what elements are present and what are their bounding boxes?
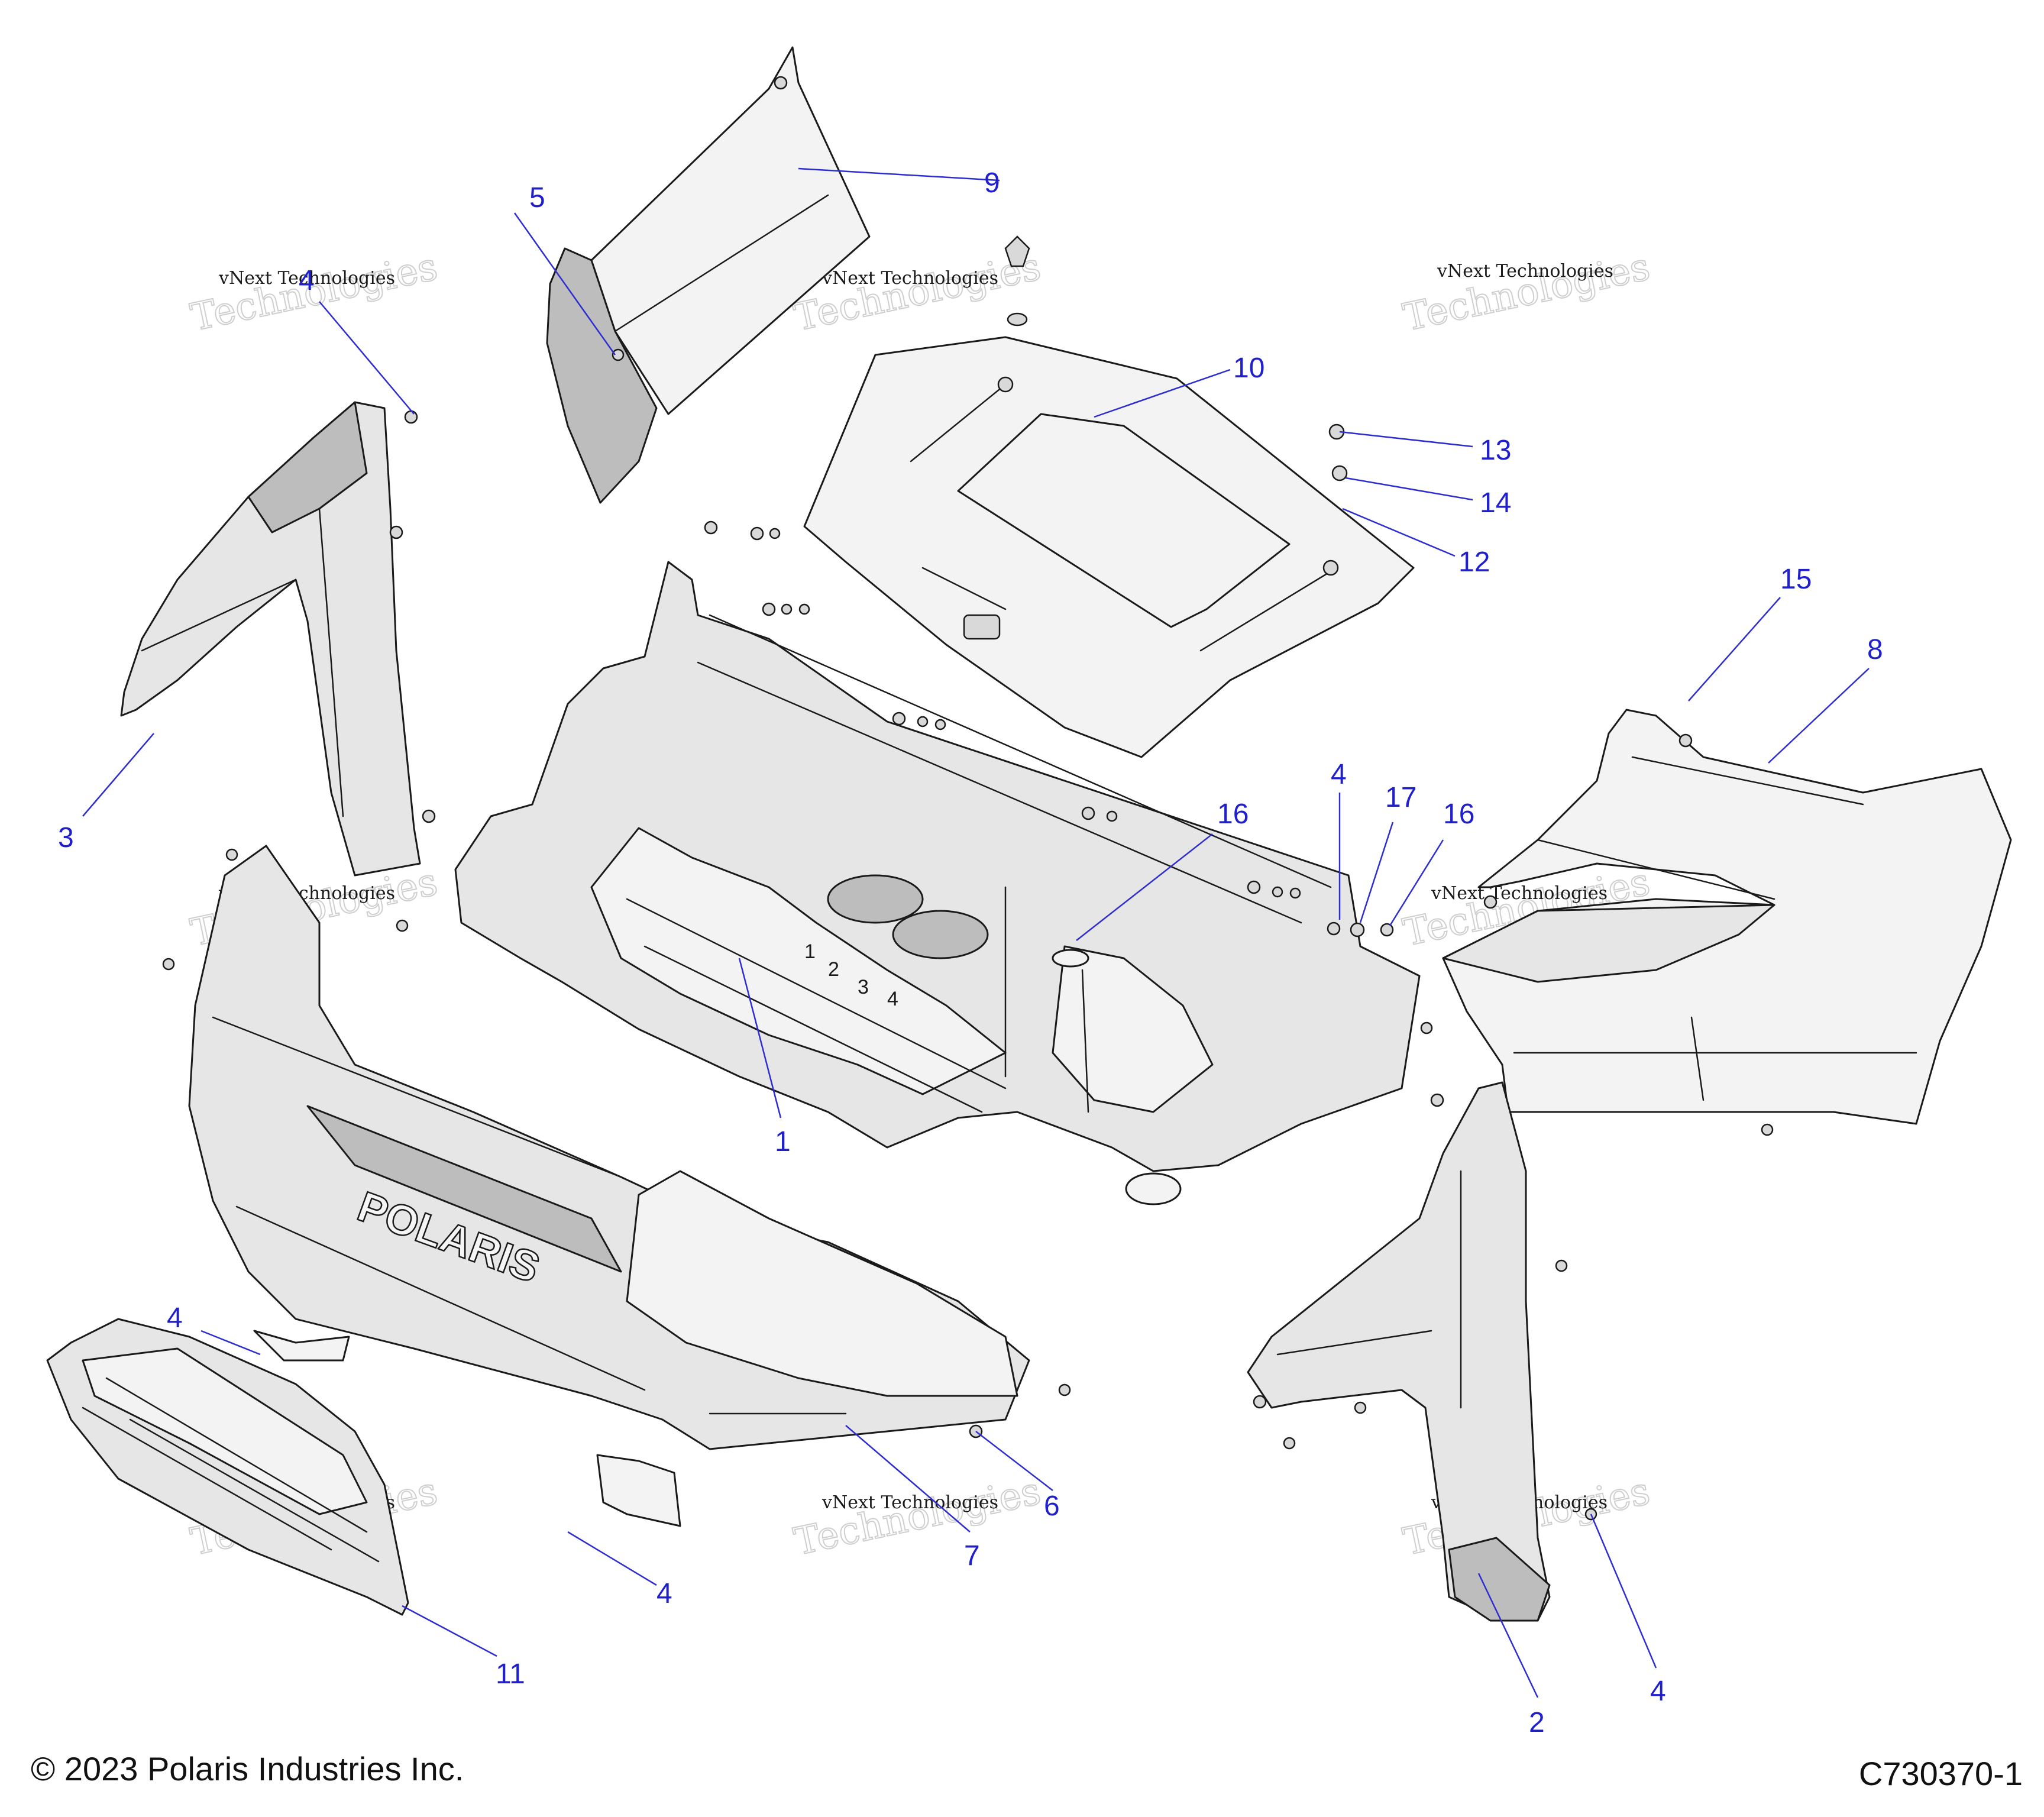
callout-17: 17 — [1385, 782, 1416, 813]
fastener-group — [162, 423, 1774, 1521]
tray-number-4: 4 — [887, 988, 898, 1010]
callout-1: 1 — [775, 1126, 791, 1158]
tray-number-2: 2 — [828, 958, 839, 981]
part-2-right-fender — [1247, 1081, 1551, 1622]
part-10-hood — [803, 336, 1415, 758]
part-9-lower-grille — [46, 1318, 409, 1616]
callout-7: 8 — [1867, 634, 1883, 665]
watermark-text: vNext Technologies — [822, 268, 998, 289]
callout-13: 14 — [1480, 487, 1511, 519]
callout-4-mid: 4 — [1331, 759, 1347, 790]
part-7-right-side-panel — [1442, 709, 2012, 1125]
callout-9: 11 — [496, 1658, 525, 1690]
tray-number-1: 1 — [804, 940, 816, 963]
watermark-text: vNext Technologies — [218, 268, 395, 289]
tray-number-3: 3 — [858, 976, 869, 998]
figure-id: C730370-1 — [1858, 1755, 2023, 1792]
watermark-text: vNext Technologies — [1431, 883, 1608, 904]
watermark-top-right: Technologies vNext Technologies — [1399, 244, 1654, 340]
watermark-big-text: Technologies — [1399, 245, 1654, 340]
callout-6: 7 — [964, 1540, 980, 1572]
part-6-front-bumper: POLARIS — [188, 845, 1030, 1527]
part-1-dash-structure: 1 2 3 4 — [454, 561, 1421, 1205]
callout-10: 10 — [1233, 353, 1264, 384]
callout-14: 15 — [1780, 564, 1812, 595]
callout-5-bottom: 6 — [1044, 1491, 1060, 1522]
callout-4-bottom: 4 — [656, 1578, 672, 1609]
callout-5-top: 5 — [529, 182, 545, 214]
callout-15: 16 — [1217, 798, 1249, 830]
callout-4-bottom-right: 4 — [1650, 1676, 1666, 1707]
callout-4-top-left: 4 — [299, 265, 315, 296]
callout-16: 16 — [1443, 798, 1474, 830]
part-3-left-fender — [120, 401, 436, 877]
watermark-big-text: Technologies — [790, 1469, 1044, 1564]
callout-3: 3 — [58, 822, 74, 853]
callout-8: 9 — [984, 167, 1000, 199]
copyright-notice: © 2023 Polaris Industries Inc. — [31, 1750, 464, 1787]
watermark-text: vNext Technologies — [822, 1492, 998, 1513]
callout-11: 12 — [1458, 547, 1490, 578]
part-8-upper-cowl — [546, 46, 871, 504]
watermark-text: vNext Technologies — [1437, 261, 1613, 282]
callout-2: 2 — [1529, 1707, 1545, 1738]
callout-12: 13 — [1480, 435, 1511, 466]
latch-hardware-upper — [1004, 235, 1030, 326]
watermark-bottom-center: Technologies vNext Technologies — [790, 1469, 1045, 1564]
callout-group: 9 5 4 10 13 14 12 15 8 3 16 4 — [58, 167, 1883, 1738]
callout-4-lower-left: 4 — [167, 1302, 183, 1334]
